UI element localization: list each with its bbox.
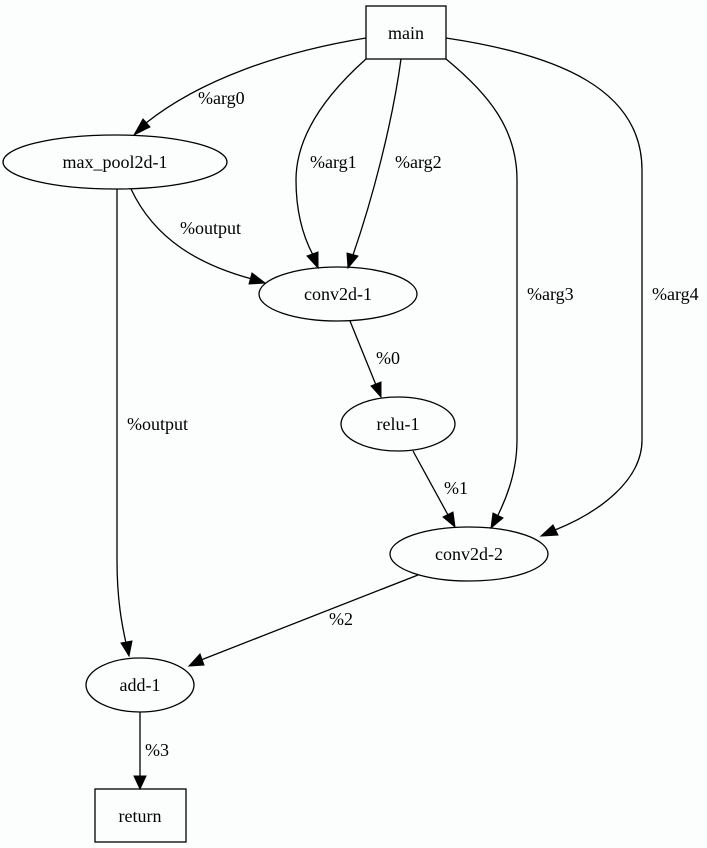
node-return[interactable]: return [94, 788, 187, 843]
edge-conv1-to-relu: %0 [349, 320, 400, 399]
edge-add-to-return: %3 [133, 712, 169, 791]
edge-main-to-conv2-arg4: %arg4 [445, 37, 699, 537]
node-max-pool2d[interactable]: max_pool2d-1 [2, 134, 228, 190]
edge-label-output-2: %output [127, 414, 188, 434]
edge-label-1: %1 [444, 478, 468, 498]
edge-maxpool-to-add: %output [116, 189, 188, 658]
node-add-1[interactable]: add-1 [85, 657, 195, 713]
edge-relu-to-conv2: %1 [412, 450, 468, 529]
edge-main-to-conv1-arg1: %arg1 [295, 58, 367, 270]
node-main[interactable]: main [365, 5, 447, 60]
edge-label-arg3: %arg3 [527, 284, 574, 304]
edge-main-to-maxpool: %arg0 [132, 37, 367, 137]
edge-main-to-conv2-arg3: %arg3 [445, 58, 574, 530]
node-conv2d-1-label: conv2d-1 [304, 284, 372, 304]
node-return-label: return [119, 806, 162, 826]
node-relu-1-label: relu-1 [377, 414, 420, 434]
node-conv2d-2-label: conv2d-2 [435, 544, 503, 564]
node-max-pool2d-label: max_pool2d-1 [63, 152, 168, 172]
edge-label-arg0: %arg0 [198, 88, 245, 108]
node-conv2d-1[interactable]: conv2d-1 [258, 266, 418, 322]
edge-label-arg4: %arg4 [652, 284, 699, 304]
edge-maxpool-to-conv1: %output [130, 188, 267, 285]
node-add-1-label: add-1 [120, 675, 161, 695]
edge-label-3: %3 [145, 740, 169, 760]
edge-conv2-to-add: %2 [187, 574, 419, 667]
edge-main-to-conv1-arg2: %arg2 [346, 58, 442, 270]
edge-label-arg1: %arg1 [310, 152, 357, 172]
node-conv2d-2[interactable]: conv2d-2 [389, 526, 549, 582]
edge-label-arg2: %arg2 [395, 152, 442, 172]
node-main-label: main [388, 23, 424, 43]
node-relu-1[interactable]: relu-1 [340, 396, 456, 452]
edge-label-2: %2 [329, 609, 353, 629]
edge-label-0: %0 [376, 348, 400, 368]
edge-label-output-1: %output [180, 218, 241, 238]
